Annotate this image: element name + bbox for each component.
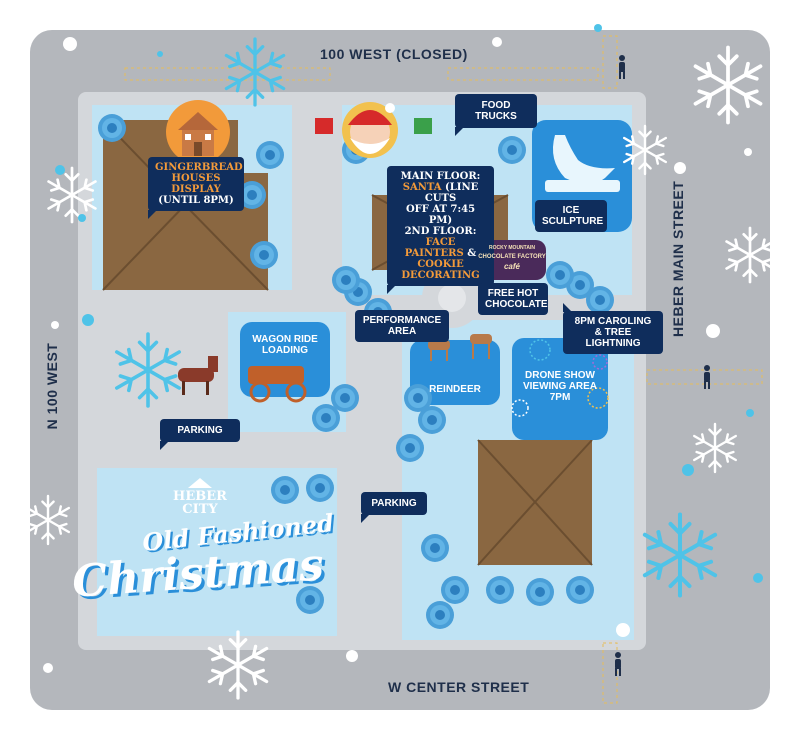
reindeer-text: REINDEER (429, 384, 481, 395)
main-floor-j: DECORATING (401, 270, 480, 281)
logo-city: CITY (182, 502, 218, 517)
main-floor-i: COOKIE (417, 259, 464, 270)
performance-line2: AREA (387, 326, 417, 337)
drone-line1: DRONE SHOW (525, 370, 595, 381)
gingerbread-house-icon (166, 100, 230, 164)
main-floor-a: MAIN FLOOR: (400, 171, 481, 182)
parking-left-label: PARKING (177, 425, 223, 436)
callout-food-trucks: FOOD TRUCKS (455, 94, 537, 136)
caroling-line1: 8PM CAROLING (574, 316, 652, 327)
drone-line3: 7PM (549, 392, 571, 403)
callout-caroling: 8PM CAROLING & TREE LIGHTNING (563, 303, 663, 354)
reindeer-area (410, 340, 500, 405)
callout-parking-left: PARKING (160, 419, 240, 450)
swan-ice-sculpture-icon (545, 135, 620, 192)
drone-area (512, 338, 608, 440)
cocoa-line2: CHOCOLATE (485, 299, 548, 310)
main-floor-d: OFF AT 7:45 PM) (405, 204, 476, 226)
wagon-line1: WAGON RIDE (252, 334, 318, 345)
santa-icon (315, 102, 432, 158)
drone-show-label: DRONE SHOW VIEWING AREA 7PM (514, 370, 606, 403)
main-floor-h: & (463, 248, 477, 259)
gingerbread-line3: (UNTIL 8PM) (158, 195, 234, 206)
cafe-sign-text: ROCKY MOUNTAIN CHOCOLATE FACTORY café (478, 244, 546, 271)
gingerbread-line1: GINGERBREAD (155, 162, 243, 173)
cafe-sign (478, 240, 546, 280)
cafe-line2: CHOCOLATE FACTORY (478, 254, 546, 260)
pedestrian-icon (615, 55, 710, 676)
street-right-label: HEBER MAIN STREET (670, 180, 686, 337)
callout-performance: PERFORMANCE AREA (355, 310, 449, 342)
wagon-ride-label: WAGON RIDE LOADING (242, 334, 328, 356)
callout-gingerbread: GINGERBREAD HOUSES DISPLAY (UNTIL 8PM) (148, 157, 244, 219)
gingerbread-line2: HOUSES DISPLAY (171, 173, 221, 195)
callout-hot-chocolate: FREE HOT CHOCOLATE (478, 283, 548, 315)
cocoa-line1: FREE HOT (487, 288, 539, 299)
parking-center-label: PARKING (371, 498, 417, 509)
callout-ice-sculpture: ICE SCULPTURE (535, 200, 607, 232)
callout-parking-center: PARKING (361, 492, 427, 523)
street-bottom-label: W CENTER STREET (388, 679, 530, 695)
heber-city-logo: HEBER CITY (172, 478, 228, 516)
reindeer-label: REINDEER (412, 384, 498, 395)
main-floor-f: FACE (425, 237, 456, 248)
performance-line1: PERFORMANCE (362, 315, 442, 326)
caroling-line2: & TREE LIGHTNING (585, 327, 641, 349)
main-floor-b: SANTA (402, 182, 442, 193)
street-left-label: N 100 WEST (44, 342, 60, 430)
fireworks-icon (511, 339, 609, 417)
street-top-label: 100 WEST (CLOSED) (320, 46, 468, 62)
wagon-line2: LOADING (261, 345, 309, 356)
food-trucks-label: FOOD TRUCKS (475, 100, 517, 122)
reindeer-icon (428, 334, 492, 361)
cafe-line3: café (503, 262, 520, 271)
ice-line1: ICE (562, 205, 580, 216)
ice-line2: SCULPTURE (542, 216, 604, 227)
logo-mountain-icon (188, 478, 212, 488)
callout-santa-floors: MAIN FLOOR: SANTA (LINE CUTS OFF AT 7:45… (387, 166, 494, 294)
main-floor-g: PAINTERS (404, 248, 464, 259)
main-floor-e: 2ND FLOOR: (404, 226, 477, 237)
crosswalks (124, 35, 763, 704)
horse-wagon-icon (178, 356, 307, 403)
main-floor-c: (LINE CUTS (424, 182, 479, 204)
logo-heber: HEBER (173, 489, 227, 504)
cafe-line1: ROCKY MOUNTAIN (489, 245, 535, 251)
drone-line2: VIEWING AREA (522, 381, 598, 392)
